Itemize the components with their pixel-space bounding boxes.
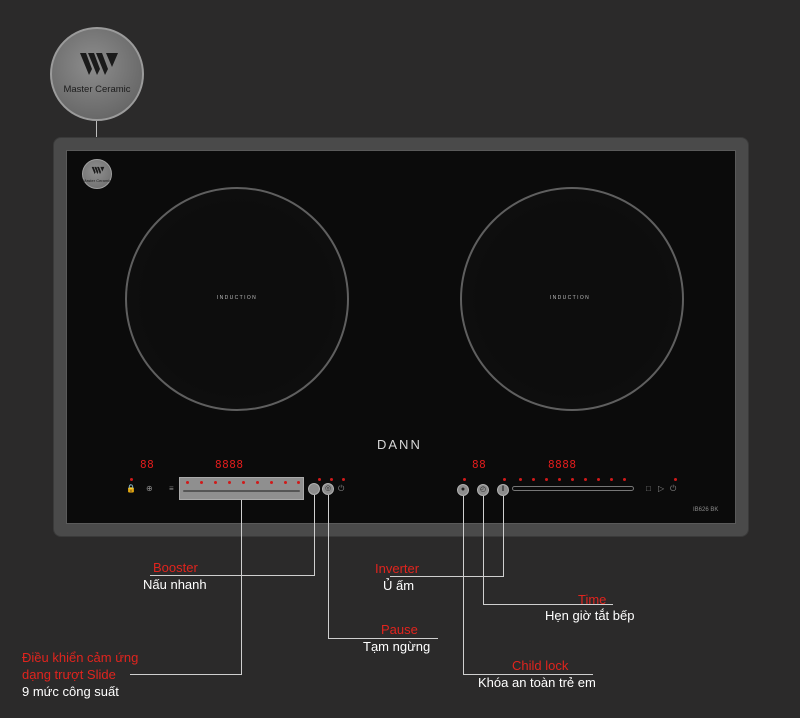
pause-callout-line	[328, 495, 329, 638]
child-lock-desc: Khóa an toàn trẻ em	[478, 675, 596, 690]
slider-level-indicator	[242, 481, 245, 484]
left-power-indicator	[342, 478, 345, 481]
time-title: Time	[578, 592, 607, 607]
inverter-callout-line	[390, 576, 504, 577]
right-slide-control[interactable]	[512, 486, 634, 491]
master-ceramic-mark-icon	[91, 166, 105, 175]
slide-callout-line	[241, 500, 242, 674]
slider-level-indicator	[214, 481, 217, 484]
right-power-display: 8888	[548, 458, 577, 471]
child-lock-callout-line	[463, 674, 593, 675]
left-slider-track[interactable]	[183, 490, 300, 492]
inverter-desc: Ủ ấm	[383, 578, 415, 593]
right-timer-display: 88	[472, 458, 487, 471]
slider-level-indicator	[532, 478, 535, 481]
time-callout-line	[483, 604, 613, 605]
pause-button[interactable]: ◎	[322, 483, 334, 495]
slider-level-indicator	[284, 481, 287, 484]
pause-indicator	[330, 478, 333, 481]
slider-level-indicator	[571, 478, 574, 481]
booster-desc: Nấu nhanh	[143, 577, 207, 592]
booster-callout-line	[150, 575, 315, 576]
model-number: IB626 BK	[693, 507, 719, 513]
slider-level-indicator	[597, 478, 600, 481]
master-ceramic-logo: Master Ceramic	[50, 27, 144, 121]
pause-desc: Tạm ngừng	[363, 639, 431, 654]
slider-level-indicator	[200, 481, 203, 484]
booster-callout-line	[314, 495, 315, 575]
child-lock-indicator	[463, 478, 466, 481]
cooktop-logo: Master Ceramic	[82, 159, 112, 189]
slider-level-indicator	[558, 478, 561, 481]
time-callout-line	[483, 496, 484, 604]
child-lock-button[interactable]: ●	[457, 484, 469, 496]
slider-level-indicator	[270, 481, 273, 484]
master-ceramic-mark-icon	[80, 53, 118, 75]
inverter-title: Inverter	[375, 561, 420, 576]
slider-level-indicator	[186, 481, 189, 484]
slider-level-indicator	[228, 481, 231, 484]
inverter-callout-line	[503, 496, 504, 576]
left-timer-icon[interactable]: ⊕	[146, 484, 153, 493]
booster-button[interactable]	[308, 483, 320, 495]
slider-level-indicator	[610, 478, 613, 481]
right-power-indicator	[674, 478, 677, 481]
cooktop-logo-text: Master Ceramic	[82, 178, 112, 183]
right-power-icon[interactable]: ⏻	[670, 484, 677, 493]
slider-level-indicator	[545, 478, 548, 481]
inverter-button[interactable]: ‖	[497, 484, 509, 496]
right-booster-icon[interactable]: ▷	[658, 484, 665, 493]
cooktop-brand: DANN	[377, 437, 422, 452]
inverter-indicator	[503, 478, 506, 481]
left-lock-indicator	[130, 478, 133, 481]
pause-callout-line	[328, 638, 438, 639]
slide-desc: 9 mức công suất	[22, 684, 119, 699]
right-zone-label: INDUCTION	[549, 295, 591, 301]
left-zone-label: INDUCTION	[216, 295, 258, 301]
time-button[interactable]: ◴	[477, 484, 489, 496]
logo-text: Master Ceramic	[63, 84, 131, 95]
booster-indicator	[318, 478, 321, 481]
time-desc: Hẹn giờ tắt bếp	[545, 608, 635, 623]
left-heat-icon: ≡	[169, 484, 174, 493]
left-cooking-zone	[125, 187, 349, 411]
slide-title-line1: Điều khiển cảm ứng	[22, 650, 139, 665]
booster-title: Booster	[153, 560, 198, 575]
slider-level-indicator	[623, 478, 626, 481]
slide-title-line2: dạng trượt Slide	[22, 667, 116, 682]
slider-level-indicator	[584, 478, 587, 481]
pause-title: Pause	[381, 622, 418, 637]
child-lock-title: Child lock	[512, 658, 569, 673]
left-timer-display: 88	[140, 458, 155, 471]
child-lock-callout-line	[463, 496, 464, 674]
slider-level-indicator	[519, 478, 522, 481]
right-cooking-zone	[460, 187, 684, 411]
left-power-icon[interactable]: ⏻	[338, 484, 345, 493]
slide-callout-line	[130, 674, 242, 675]
right-pause-icon[interactable]: □	[646, 484, 651, 493]
left-lock-icon[interactable]: 🔒	[126, 484, 136, 493]
left-power-display: 8888	[215, 458, 244, 471]
slider-level-indicator	[297, 481, 300, 484]
slider-level-indicator	[256, 481, 259, 484]
